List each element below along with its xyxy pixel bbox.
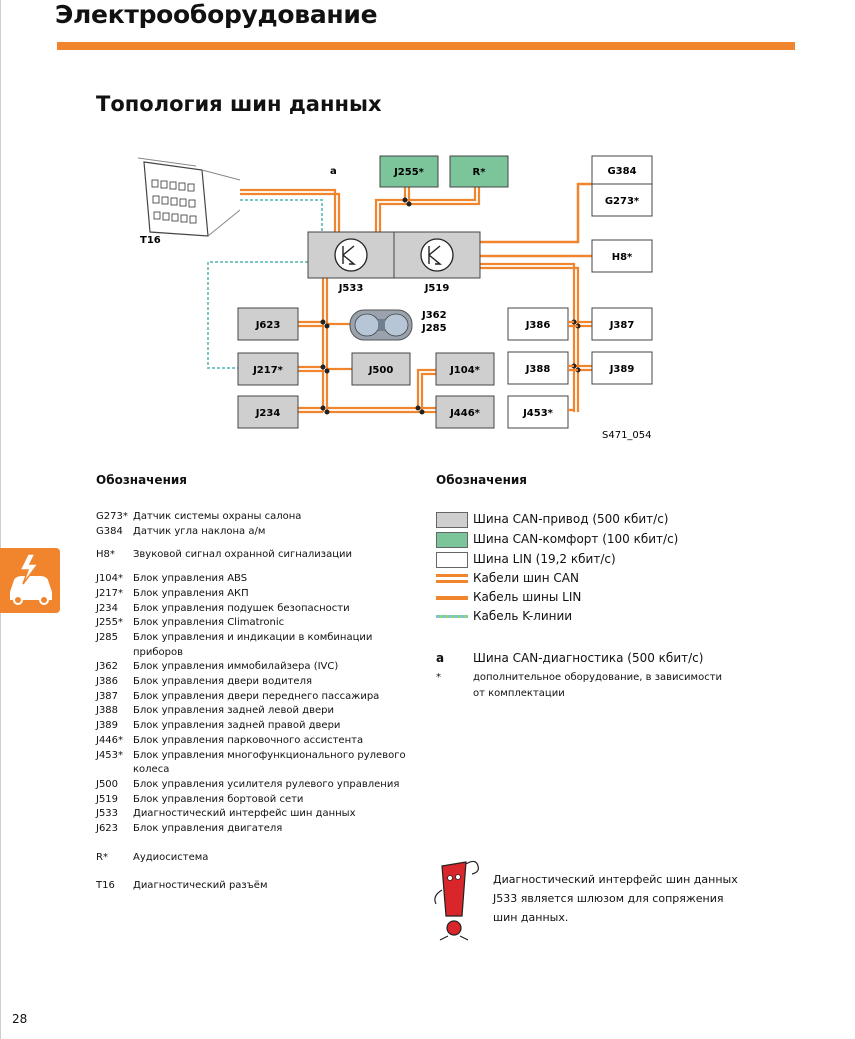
box-j255: J255* [379,155,439,188]
chapter-title: Электрооборудование [55,0,378,29]
svg-text:G273*: G273* [605,196,640,207]
svg-text:J255*: J255* [393,167,425,178]
svg-text:J217*: J217* [252,365,284,376]
list-item: J255*Блок управления Climatronic [96,617,285,629]
list-item: J217*Блок управления АКП [96,587,249,599]
box-j104: J104* [435,352,495,386]
list-item: J104*Блок управления ABS [96,573,248,585]
svg-text:J453*: J453* [522,408,554,419]
list-item: H8*Звуковой сигнал охранной сигнализации [96,549,352,561]
figure-id: S471_054 [602,430,652,441]
legend-right-heading: Обозначения [436,473,527,487]
list-item: R*Аудиосистема [96,851,209,863]
page-number: 28 [12,1012,28,1026]
svg-text:R*: R* [473,167,487,178]
swatch-lin [436,552,468,568]
box-j234: J234 [237,395,299,429]
svg-text:J234: J234 [255,408,281,419]
svg-text:H8*: H8* [612,252,633,263]
svg-text:J446*: J446* [449,408,481,419]
exclamation-hint-icon [434,860,479,941]
svg-text:J623: J623 [255,320,281,331]
electrical-car-icon [10,553,52,605]
cluster-label-j285: J285 [421,323,447,334]
box-r: R* [449,155,509,188]
box-j386: J386 [507,307,569,341]
k-line-cable [207,199,323,369]
chapter-side-tab [0,548,60,613]
list-item: J446*Блок управления парковочного ассист… [96,734,364,746]
svg-text:J387: J387 [609,320,635,331]
box-g273: G273* [591,183,653,217]
junction-dots [320,197,581,415]
j519-label: J519 [424,283,450,294]
obd-connector-t16 [137,157,241,237]
box-h8: H8* [591,239,653,273]
swatch-lin-cable [436,596,468,600]
section-title: Топология шин данных [96,92,382,116]
bus-a-label: a [330,166,337,177]
box-j388: J388 [507,351,569,385]
chapter-rule [57,42,795,50]
page-left-border [0,0,1,1039]
svg-text:J389: J389 [609,364,635,375]
bus-topology-diagram: T16 [130,150,670,441]
swatch-can-cable-1 [436,574,468,577]
swatch-can-comfort [436,532,468,548]
hint-text: Диагностический интерфейс шин данных J53… [493,873,738,924]
cluster-label-j362: J362 [421,310,447,321]
list-item: J453*Блок управления многофункциональног… [96,749,406,776]
box-j387: J387 [591,307,653,341]
box-j446: J446* [435,395,495,429]
swatch-can-drive [436,512,468,528]
svg-text:J500: J500 [368,365,394,376]
box-j389: J389 [591,351,653,385]
swatch-can-cable-2 [436,580,468,583]
svg-text:J388: J388 [525,364,551,375]
legend-left-heading: Обозначения [96,473,187,487]
box-j623: J623 [237,307,299,341]
box-j533-gateway [307,231,395,279]
box-j217: J217* [237,352,299,386]
svg-text:J386: J386 [525,320,551,331]
box-j453: J453* [507,395,569,429]
box-g384: G384 [591,155,653,185]
list-item: G273*Датчик системы охраны салона [96,511,302,522]
instrument-cluster-icon [349,309,413,341]
svg-text:G384: G384 [607,166,636,177]
svg-text:J104*: J104* [449,365,481,376]
box-j519 [393,231,481,279]
j533-label: J533 [338,283,364,294]
swatch-k-line [436,615,468,618]
t16-label: T16 [140,235,161,246]
box-j500: J500 [351,352,411,386]
